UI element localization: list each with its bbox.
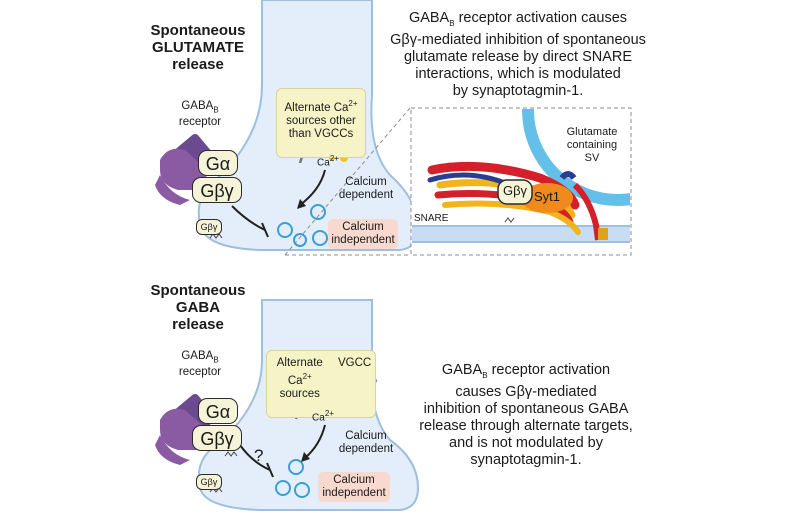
bottom-title: Spontaneous GABA release <box>150 282 246 333</box>
bottom-receptor-label: GABAB receptor <box>178 350 222 379</box>
top-title-line: GLUTAMATE <box>152 39 244 56</box>
bottom-title-line: GABA <box>175 299 221 316</box>
top-title-line: Spontaneous <box>150 22 246 39</box>
top-calcium-dependent: Calcium dependent <box>338 176 394 201</box>
bottom-calcium-dependent: Calcium dependent <box>338 430 394 455</box>
top-alt-ca-box: Alternate Ca2+ sources other than VGCCs <box>276 88 366 158</box>
top-title: Spontaneous GLUTAMATE release <box>150 22 246 73</box>
bottom-vesicle <box>294 482 310 498</box>
top-inhibit-arrow <box>231 205 266 231</box>
top-description: GABAB receptor activation causes Gβγ-med… <box>390 10 646 99</box>
bottom-ca-dependent-arrow <box>304 424 326 459</box>
zoom-synaptic-vesicle <box>522 109 630 206</box>
top-ca-dependent-arrow <box>299 169 326 206</box>
top-receptor-label: GABAB receptor <box>178 100 222 129</box>
bottom-calcium-independent: Calcium independent <box>318 472 390 502</box>
top-title-line: release <box>172 56 224 73</box>
top-vesicle <box>310 204 326 220</box>
zoom-syt1-label: Syt1 <box>533 189 560 204</box>
top-calcium-independent: Calcium independent <box>328 219 398 249</box>
top-vesicle <box>277 222 293 238</box>
top-ca-label: Ca2+ <box>317 154 339 169</box>
zoom-gbg <box>497 179 533 205</box>
zoom-gbg-label: Gβγ <box>502 183 528 198</box>
top-vesicle <box>312 230 328 246</box>
zoom-syt1 <box>521 183 573 213</box>
top-vesicle <box>293 233 307 247</box>
bottom-g-betagamma: Gβγ <box>192 425 242 451</box>
bottom-title-line: Spontaneous <box>150 282 246 299</box>
bottom-description: GABAB receptor activation causes Gβγ-med… <box>419 362 633 468</box>
bottom-vesicle <box>275 480 291 496</box>
bottom-inhibit-arrow <box>239 444 271 471</box>
bottom-ca-label: Ca2+ <box>312 409 334 424</box>
bottom-vgcc-label: VGCC <box>337 357 372 369</box>
zoom-snare-label: SNARE <box>414 213 449 224</box>
top-g-betagamma: Gβγ <box>192 177 242 203</box>
bottom-title-line: release <box>172 316 224 333</box>
bottom-question-mark: ? <box>254 446 264 465</box>
zoom-sv-label: Glutamate containing SV <box>566 126 618 164</box>
top-g-alpha: Gα <box>198 150 238 176</box>
top-small-gbg: Gβγ <box>196 219 222 235</box>
bottom-anchor-squiggle <box>224 451 238 457</box>
bottom-vesicle <box>288 459 304 475</box>
bottom-alt-ca-box: Alternate Ca2+ sources VGCC <box>266 350 376 418</box>
bottom-g-alpha: Gα <box>198 398 238 424</box>
bottom-small-gbg: Gβγ <box>196 474 222 490</box>
